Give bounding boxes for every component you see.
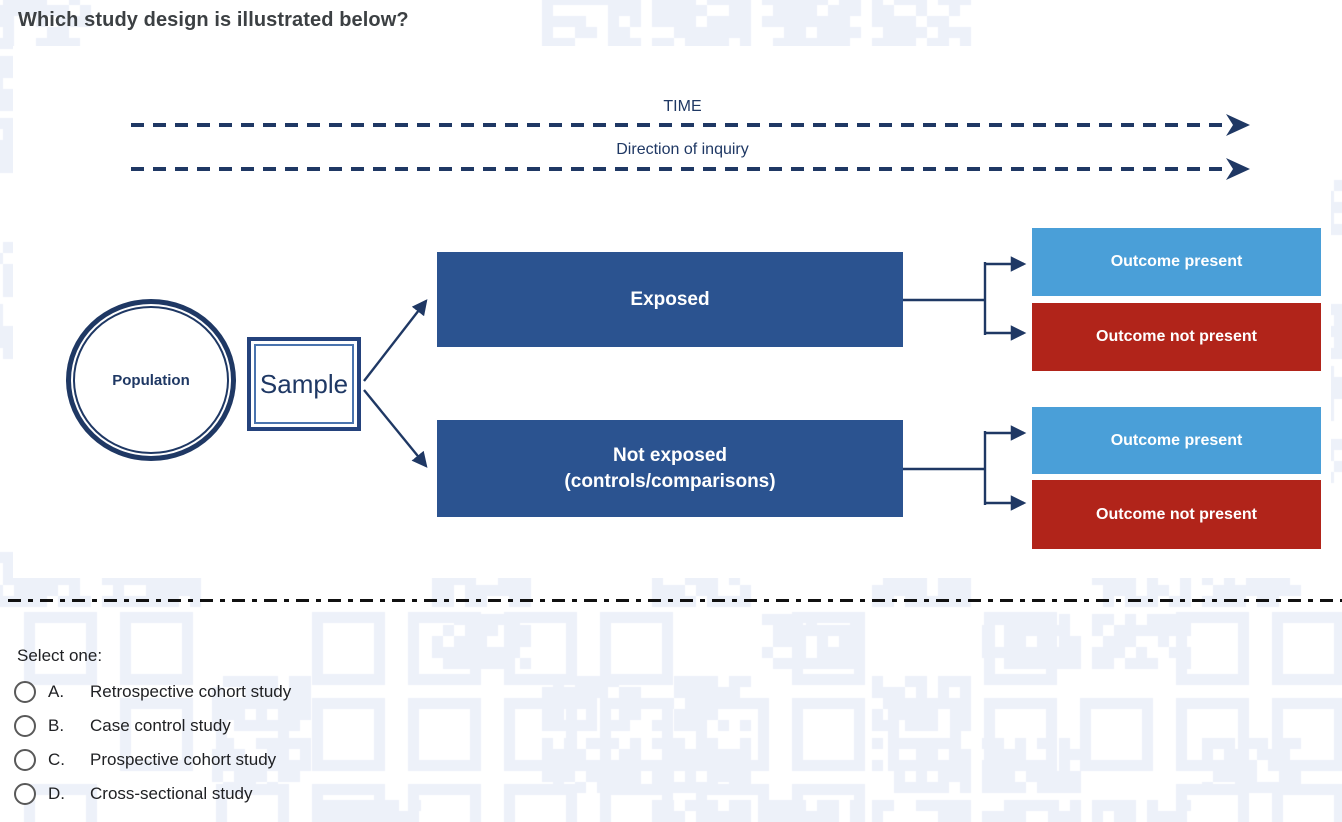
exposed-outcome-not-present-box: Outcome not present — [1032, 303, 1321, 371]
option-row-b[interactable]: B. Case control study — [14, 713, 291, 739]
option-letter: C. — [48, 750, 65, 769]
population-label: Population — [112, 371, 190, 389]
option-row-d[interactable]: D. Cross-sectional study — [14, 781, 291, 807]
outcome-label: Outcome not present — [1096, 505, 1257, 523]
option-label: Cross-sectional study — [90, 784, 253, 803]
option-label: Prospective cohort study — [90, 750, 277, 769]
dashed-divider — [8, 599, 1342, 602]
outcome-label: Outcome present — [1110, 431, 1243, 449]
not-exposed-outcome-not-present-box: Outcome not present — [1032, 480, 1321, 549]
radio-option-a[interactable] — [14, 681, 36, 703]
not-exposed-label-line2: (controls/comparisons) — [564, 470, 776, 492]
not-exposed-outcome-present-box: Outcome present — [1032, 407, 1321, 474]
option-letter: B. — [48, 716, 65, 735]
select-one-prompt: Select one: — [17, 646, 103, 665]
exposed-box: Exposed — [437, 252, 903, 347]
option-label: Retrospective cohort study — [90, 682, 292, 701]
outcome-label: Outcome present — [1110, 253, 1243, 270]
direction-of-inquiry-label: Direction of inquiry — [616, 141, 749, 158]
sample-label: Sample — [259, 368, 349, 399]
option-row-a[interactable]: A. Retrospective cohort study — [14, 679, 291, 705]
radio-option-c[interactable] — [14, 749, 36, 771]
exposed-outcome-present-box: Outcome present — [1032, 228, 1321, 296]
sample-box: Sample — [247, 337, 361, 431]
radio-option-d[interactable] — [14, 783, 36, 805]
outcome-label: Outcome not present — [1096, 328, 1257, 345]
population-circle: Population — [66, 299, 236, 461]
option-letter: D. — [48, 784, 65, 803]
time-label: TIME — [663, 98, 702, 115]
radio-option-b[interactable] — [14, 715, 36, 737]
answer-options: A. Retrospective cohort study B. Case co… — [14, 679, 291, 815]
option-row-c[interactable]: C. Prospective cohort study — [14, 747, 291, 773]
exposed-label: Exposed — [630, 288, 710, 310]
not-exposed-box: Not exposed (controls/comparisons) — [437, 420, 903, 517]
option-label: Case control study — [90, 716, 231, 735]
page-title: Which study design is illustrated below? — [18, 9, 409, 31]
option-letter: A. — [48, 682, 65, 701]
not-exposed-label-line1: Not exposed — [612, 444, 728, 466]
